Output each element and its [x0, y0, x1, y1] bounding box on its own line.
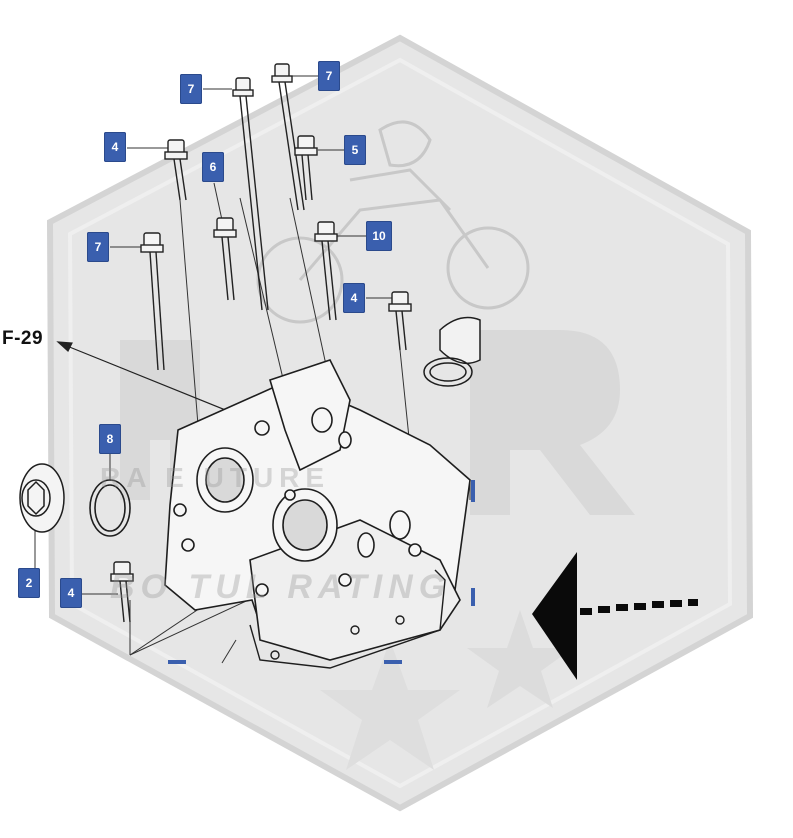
callout-10: 10: [366, 221, 392, 251]
right-cap: [423, 316, 481, 387]
callout-5: 5: [344, 135, 366, 165]
watermark-star: [467, 610, 573, 708]
callout-7-top-right: 7: [318, 61, 340, 91]
callout-7-top-left: 7: [180, 74, 202, 104]
partial-marker: [471, 480, 475, 502]
plug-o-ring: [89, 479, 131, 537]
cylinder-head-cover: [164, 359, 471, 661]
partial-marker: [168, 660, 186, 664]
callout-4-lower: 4: [60, 578, 82, 608]
watermark-text-line1: RA E UTURE: [100, 462, 331, 493]
partial-marker: [384, 660, 402, 664]
callout-8: 8: [99, 424, 121, 454]
inspection-plug: [19, 463, 65, 533]
reference-label: F-29: [2, 328, 44, 349]
callout-4-middle: 4: [343, 283, 365, 313]
inner-hexagon-border: [67, 57, 733, 789]
watermark-motorcycle: [256, 120, 530, 324]
callout-6: 6: [202, 152, 224, 182]
direction-arrow: [532, 552, 698, 680]
callout-2: 2: [18, 568, 40, 598]
callout-4-upper: 4: [104, 132, 126, 162]
watermark-text-line2: BO TUL RATING: [110, 568, 452, 606]
watermark-star-large: [320, 640, 460, 770]
cover-gasket: [249, 569, 446, 669]
bolts: [110, 63, 412, 623]
partial-marker: [471, 588, 475, 606]
callout-7-left: 7: [87, 232, 109, 262]
